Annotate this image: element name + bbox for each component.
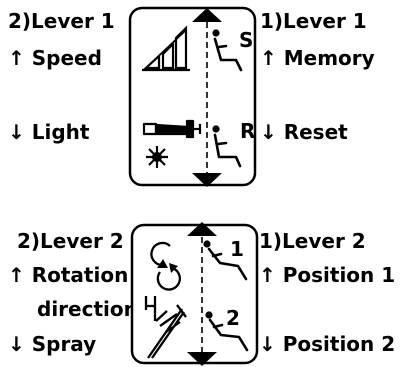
bottom-arrow-down-icon xyxy=(187,352,217,366)
chair-memory-icon xyxy=(212,29,243,72)
top-arrow-down-icon xyxy=(192,173,222,187)
bottom-arrow-up-icon xyxy=(187,222,217,236)
top-arrow-up-icon xyxy=(192,8,222,22)
top-left-down-label: ↓ Light xyxy=(8,120,90,144)
top-right-up-label: ↑ Memory xyxy=(260,46,375,70)
chair-position-2-number: 2 xyxy=(226,306,240,330)
bottom-right-heading: 1)Lever 2 xyxy=(259,229,366,253)
chair-memory-letter: S xyxy=(239,28,253,52)
chair-reset-icon xyxy=(212,125,242,168)
bottom-left-down-label: ↓ Spray xyxy=(8,332,97,356)
chair-reset-letter: R xyxy=(240,119,255,143)
bottom-left-up-label: ↑ Rotation xyxy=(8,263,129,287)
bottom-left-heading: 2)Lever 2 xyxy=(17,229,124,253)
chair-position-1-number: 1 xyxy=(230,237,244,261)
handpiece-spray-icon xyxy=(144,296,187,359)
rotation-direction-icon xyxy=(150,241,181,291)
chair-position-1-icon xyxy=(203,240,248,281)
bottom-left-up-label-2: direction xyxy=(37,297,138,321)
speed-bars-icon xyxy=(142,25,190,72)
chair-position-2-icon xyxy=(205,311,249,352)
handpiece-light-icon xyxy=(142,119,202,168)
top-left-up-label: ↑ Speed xyxy=(8,46,102,70)
top-panel-frame xyxy=(128,6,257,187)
top-right-heading: 1)Lever 1 xyxy=(260,9,367,33)
bottom-right-up-label: ↑ Position 1 xyxy=(259,263,396,287)
top-right-down-label: ↓ Reset xyxy=(260,120,348,144)
top-left-heading: 2)Lever 1 xyxy=(8,9,115,33)
bottom-right-down-label: ↓ Position 2 xyxy=(259,332,396,356)
